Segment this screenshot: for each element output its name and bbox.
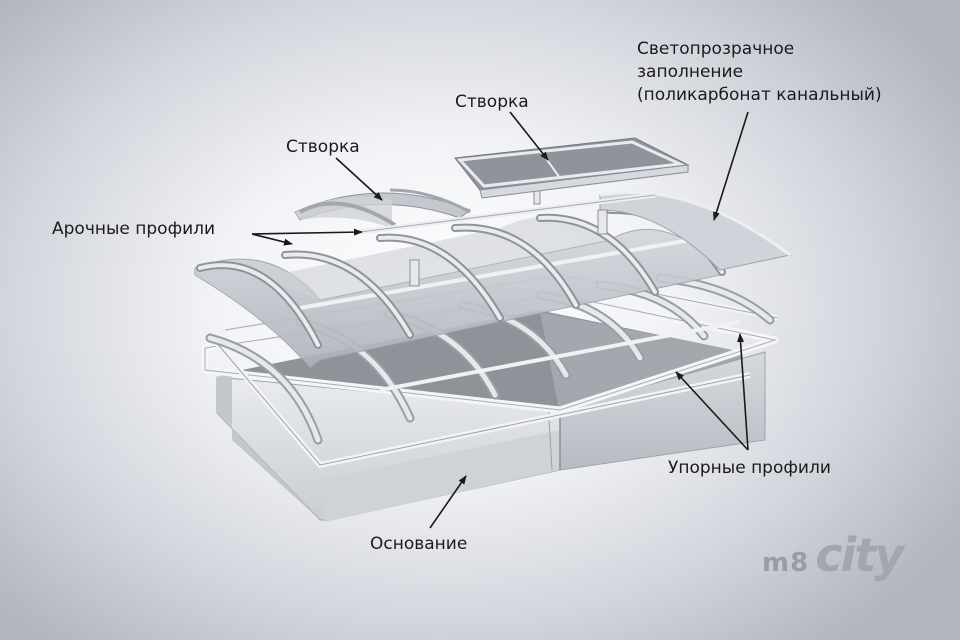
logo-city: city [815, 528, 904, 582]
arrow-filling [713, 111, 749, 221]
label-top-sash: Створка [455, 92, 529, 112]
arrow-top-sash [509, 111, 549, 161]
actuators [409, 179, 608, 287]
label-base: Основание [370, 534, 468, 554]
right-polycarbonate-sheet [599, 191, 792, 271]
label-left-sash: Створка [286, 137, 360, 157]
label-arch-profiles: Арочные профили [52, 219, 216, 239]
arrow-arch-2 [251, 228, 363, 236]
arrow-base [429, 475, 467, 529]
label-stop-profiles: Упорные профили [668, 458, 831, 478]
top-sash [454, 137, 690, 199]
label-filling-line2: заполнение [637, 62, 744, 82]
label-filling-line1: Светопрозрачное [637, 39, 795, 59]
leader-arrows [251, 111, 749, 529]
arrow-arch-1 [251, 233, 293, 246]
arrow-left-sash [335, 157, 383, 201]
logo-m8: m8 [762, 548, 810, 578]
arrow-stop-2 [737, 333, 749, 451]
label-transparent-filling: Светопрозрачное заполнение (поликарбонат… [637, 38, 882, 107]
arrow-stop-1 [675, 371, 749, 451]
left-sash [294, 188, 471, 228]
label-filling-line3: (поликарбонат канальный) [637, 85, 882, 105]
